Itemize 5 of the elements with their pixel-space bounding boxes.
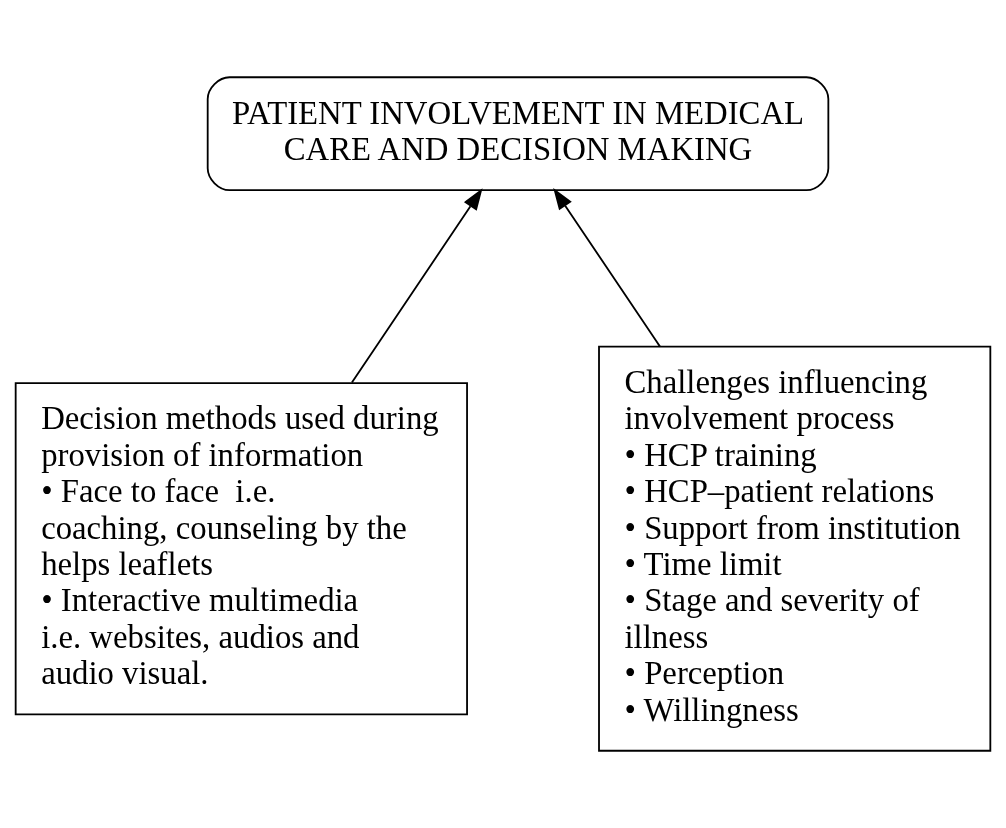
node-box: PATIENT INVOLVEMENT IN MEDICAL CARE AND DECISION MAKING bbox=[206, 76, 830, 192]
arrow bbox=[350, 188, 483, 384]
node-box: Challenges influencing involvement process • HCP training • HCP–patient relations • Support from institution • Time limit • Stage and severity of illness • Perception • Willingness bbox=[598, 345, 992, 752]
arrow bbox=[553, 187, 661, 348]
node-box: Decision methods used during provision of information • Face to face i.e. coaching, counseling by the helps leaflets • Interactive multimedia i.e. websites, audios and audio visual. bbox=[14, 382, 468, 716]
